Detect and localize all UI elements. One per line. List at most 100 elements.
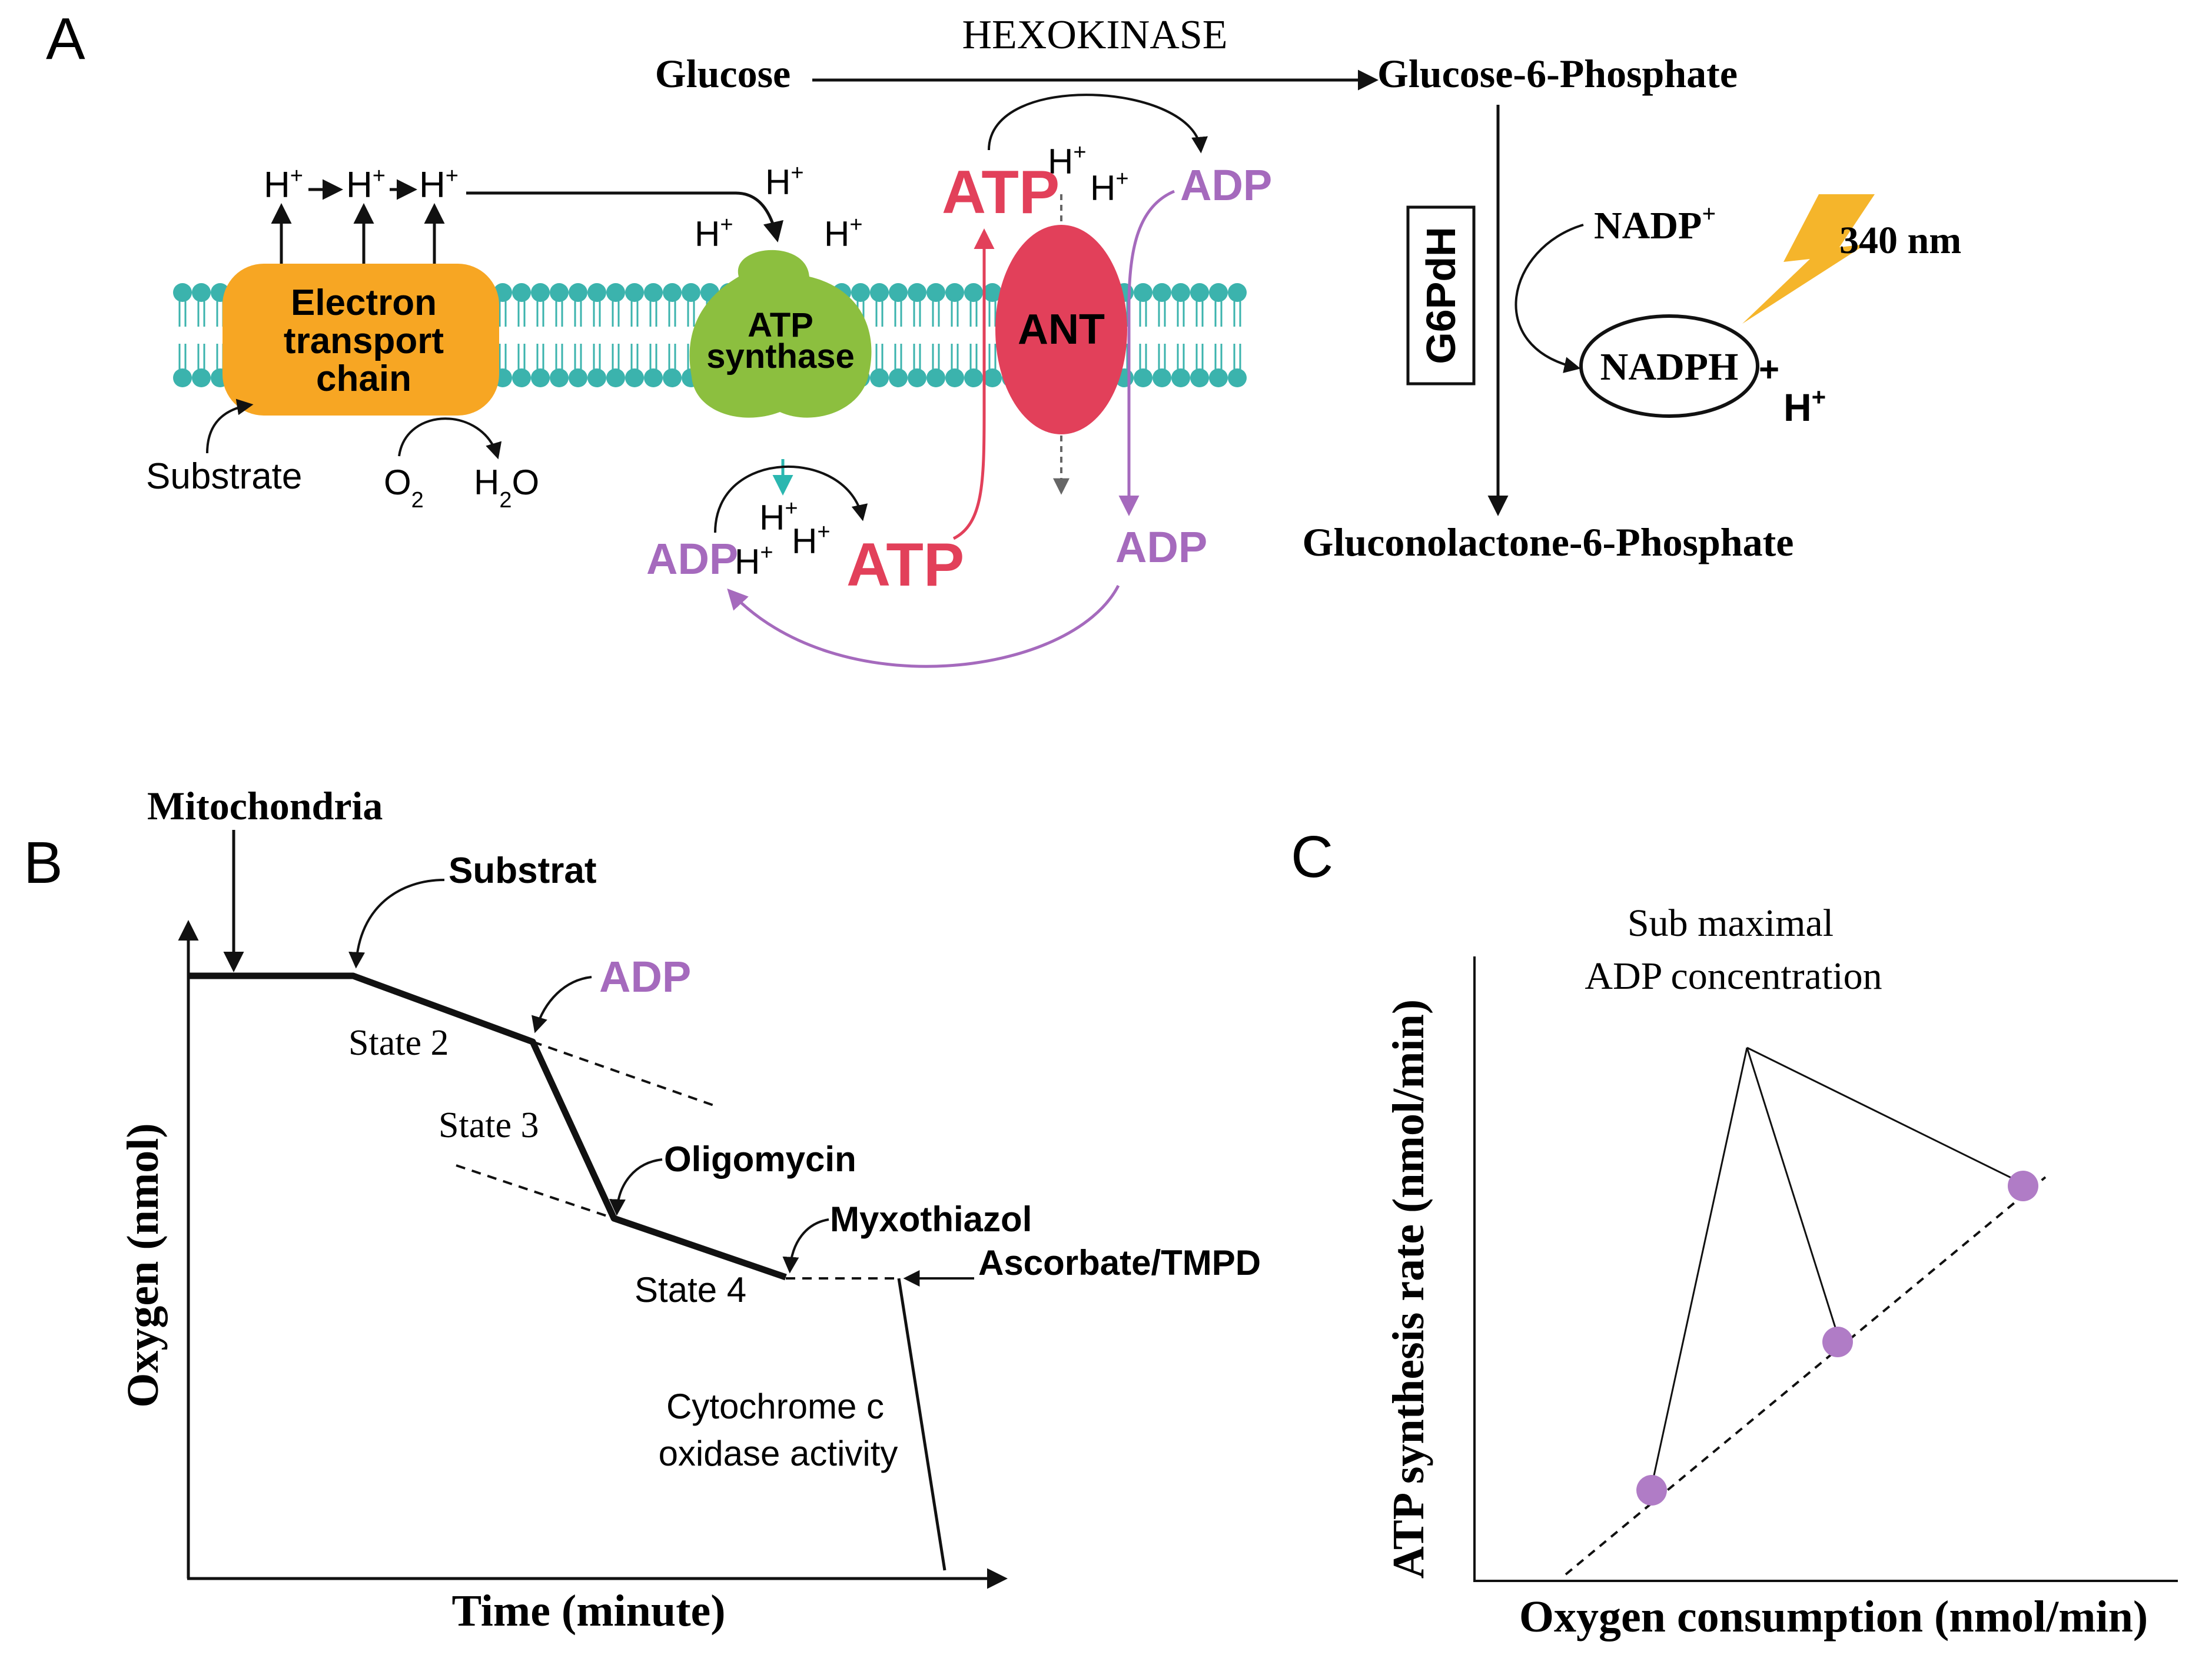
- state4-label: State 4: [635, 1270, 746, 1310]
- lipid-head: [870, 368, 889, 387]
- hexokinase-label: HEXOKINASE: [962, 12, 1227, 58]
- lipid-tail: [988, 300, 997, 371]
- lipid-tail: [1158, 300, 1166, 371]
- lipid-head: [964, 283, 983, 302]
- lipid-tail: [1139, 300, 1147, 371]
- annotation-line1: Sub maximal: [1628, 902, 1834, 945]
- lipid-tail: [894, 300, 902, 371]
- oligomycin-label: Oligomycin: [664, 1139, 856, 1179]
- panel-c-label: C: [1291, 824, 1333, 890]
- etc-label-line1: Electron: [291, 283, 437, 323]
- lipid-head: [625, 368, 644, 387]
- atp-synthase: [689, 250, 872, 418]
- myxothiazol-arrow: [782, 1218, 829, 1274]
- b-y-axis-label: Oxygen (nmol): [118, 1123, 168, 1407]
- lipid-head: [964, 368, 983, 387]
- lipid-tail: [969, 300, 978, 371]
- lipid-head: [889, 283, 908, 302]
- lipid-head: [983, 368, 1002, 387]
- lipid-tail: [593, 300, 601, 371]
- nadph-plus: +: [1759, 350, 1779, 389]
- lipid-head: [606, 368, 625, 387]
- lipid-head: [1190, 283, 1209, 302]
- matrix-proton-2: H+: [759, 496, 798, 537]
- lipid-tail: [612, 300, 620, 371]
- g6pdh-box: [1406, 205, 1476, 386]
- atp-export-arrow: [952, 228, 995, 540]
- glucose-label: Glucose: [655, 51, 791, 96]
- adp-to-atp-arrow: [714, 465, 868, 533]
- lipid-head: [945, 283, 964, 302]
- lipid-head: [1228, 368, 1247, 387]
- matrix-atp-label: ATP: [846, 531, 964, 599]
- data-point-3: [2008, 1171, 2038, 1201]
- lipid-head: [889, 368, 908, 387]
- lipid-head: [606, 283, 625, 302]
- nadp-label: NADP+: [1594, 201, 1716, 247]
- lipid-head: [625, 283, 644, 302]
- etc-proton-1: H+: [264, 164, 303, 205]
- nadph-h: H+: [1783, 383, 1826, 429]
- lipid-head: [1134, 368, 1153, 387]
- lipid-tail: [197, 300, 205, 371]
- adp-import-arrow: [1118, 190, 1175, 516]
- lipid-head: [663, 368, 682, 387]
- proton-transfer-arrow: [466, 191, 784, 242]
- myxothiazol-label: Myxothiazol: [830, 1200, 1032, 1239]
- cytochrome-label-line1: Cytochrome c: [666, 1387, 884, 1426]
- oligomycin-arrow: [609, 1158, 663, 1216]
- cytochrome-label-line2: oxidase activity: [659, 1434, 898, 1473]
- atp-synthase-label-2: synthase: [706, 337, 854, 376]
- lipid-head: [945, 368, 964, 387]
- synthase-proton-3: H+: [824, 212, 863, 254]
- state2-label: State 2: [348, 1023, 449, 1063]
- lipid-tail: [649, 300, 657, 371]
- lipid-tail: [1233, 300, 1241, 371]
- matrix-adp-label: ADP: [646, 534, 738, 583]
- lipid-head: [512, 368, 531, 387]
- lipid-head: [531, 368, 550, 387]
- pointer-line-3: [1746, 1046, 2022, 1184]
- panel-b: B Mitochondria Oxygen (nmol) Time (minut…: [24, 783, 1261, 1636]
- g6pdh-label: G6PdH: [1418, 227, 1464, 364]
- b-x-axis-label: Time (minute): [451, 1586, 725, 1636]
- state4-back-extrapolation: [456, 1164, 615, 1220]
- lipid-head: [851, 283, 870, 302]
- state3-label: State 3: [439, 1105, 539, 1145]
- lipid-head: [550, 368, 569, 387]
- lipid-tail: [574, 300, 582, 371]
- ascorbate-label: Ascorbate/TMPD: [978, 1243, 1261, 1282]
- lipid-head: [192, 283, 211, 302]
- lipid-head: [1153, 283, 1171, 302]
- imported-adp-label: ADP: [1115, 523, 1207, 572]
- h2o-label: H2O: [474, 463, 539, 513]
- lipid-tail: [630, 300, 639, 371]
- lipid-head: [926, 368, 945, 387]
- nadph-label: NADPH: [1600, 345, 1739, 388]
- lipid-head: [1171, 368, 1190, 387]
- lipid-tail: [875, 300, 884, 371]
- cytosol-adp-label: ADP: [1180, 161, 1272, 210]
- lipid-tail: [216, 300, 224, 371]
- lipid-tail: [668, 300, 676, 371]
- lipid-tail: [687, 300, 695, 371]
- lightning-icon: [1742, 194, 1875, 324]
- lipid-tail: [1177, 300, 1185, 371]
- lipid-tail: [1214, 300, 1223, 371]
- cytosol-atp-label: ATP: [942, 158, 1059, 227]
- lipid-head: [1209, 283, 1228, 302]
- lipid-tail: [536, 300, 544, 371]
- lipid-tail: [178, 300, 187, 371]
- etc-proton-2: H+: [346, 164, 386, 205]
- nadp-curve-arrow: [1514, 224, 1584, 373]
- pointer-line-2: [1746, 1047, 1839, 1335]
- annotation-line2: ADP concentration: [1585, 955, 1882, 998]
- lipid-head: [173, 368, 192, 387]
- lipid-head: [644, 283, 663, 302]
- data-point-2: [1822, 1327, 1853, 1357]
- lipid-head: [512, 283, 531, 302]
- lipid-tail: [932, 300, 940, 371]
- synthase-proton-2: H+: [765, 161, 804, 202]
- lipid-head: [569, 368, 587, 387]
- mitochondria-label: Mitochondria: [147, 783, 383, 828]
